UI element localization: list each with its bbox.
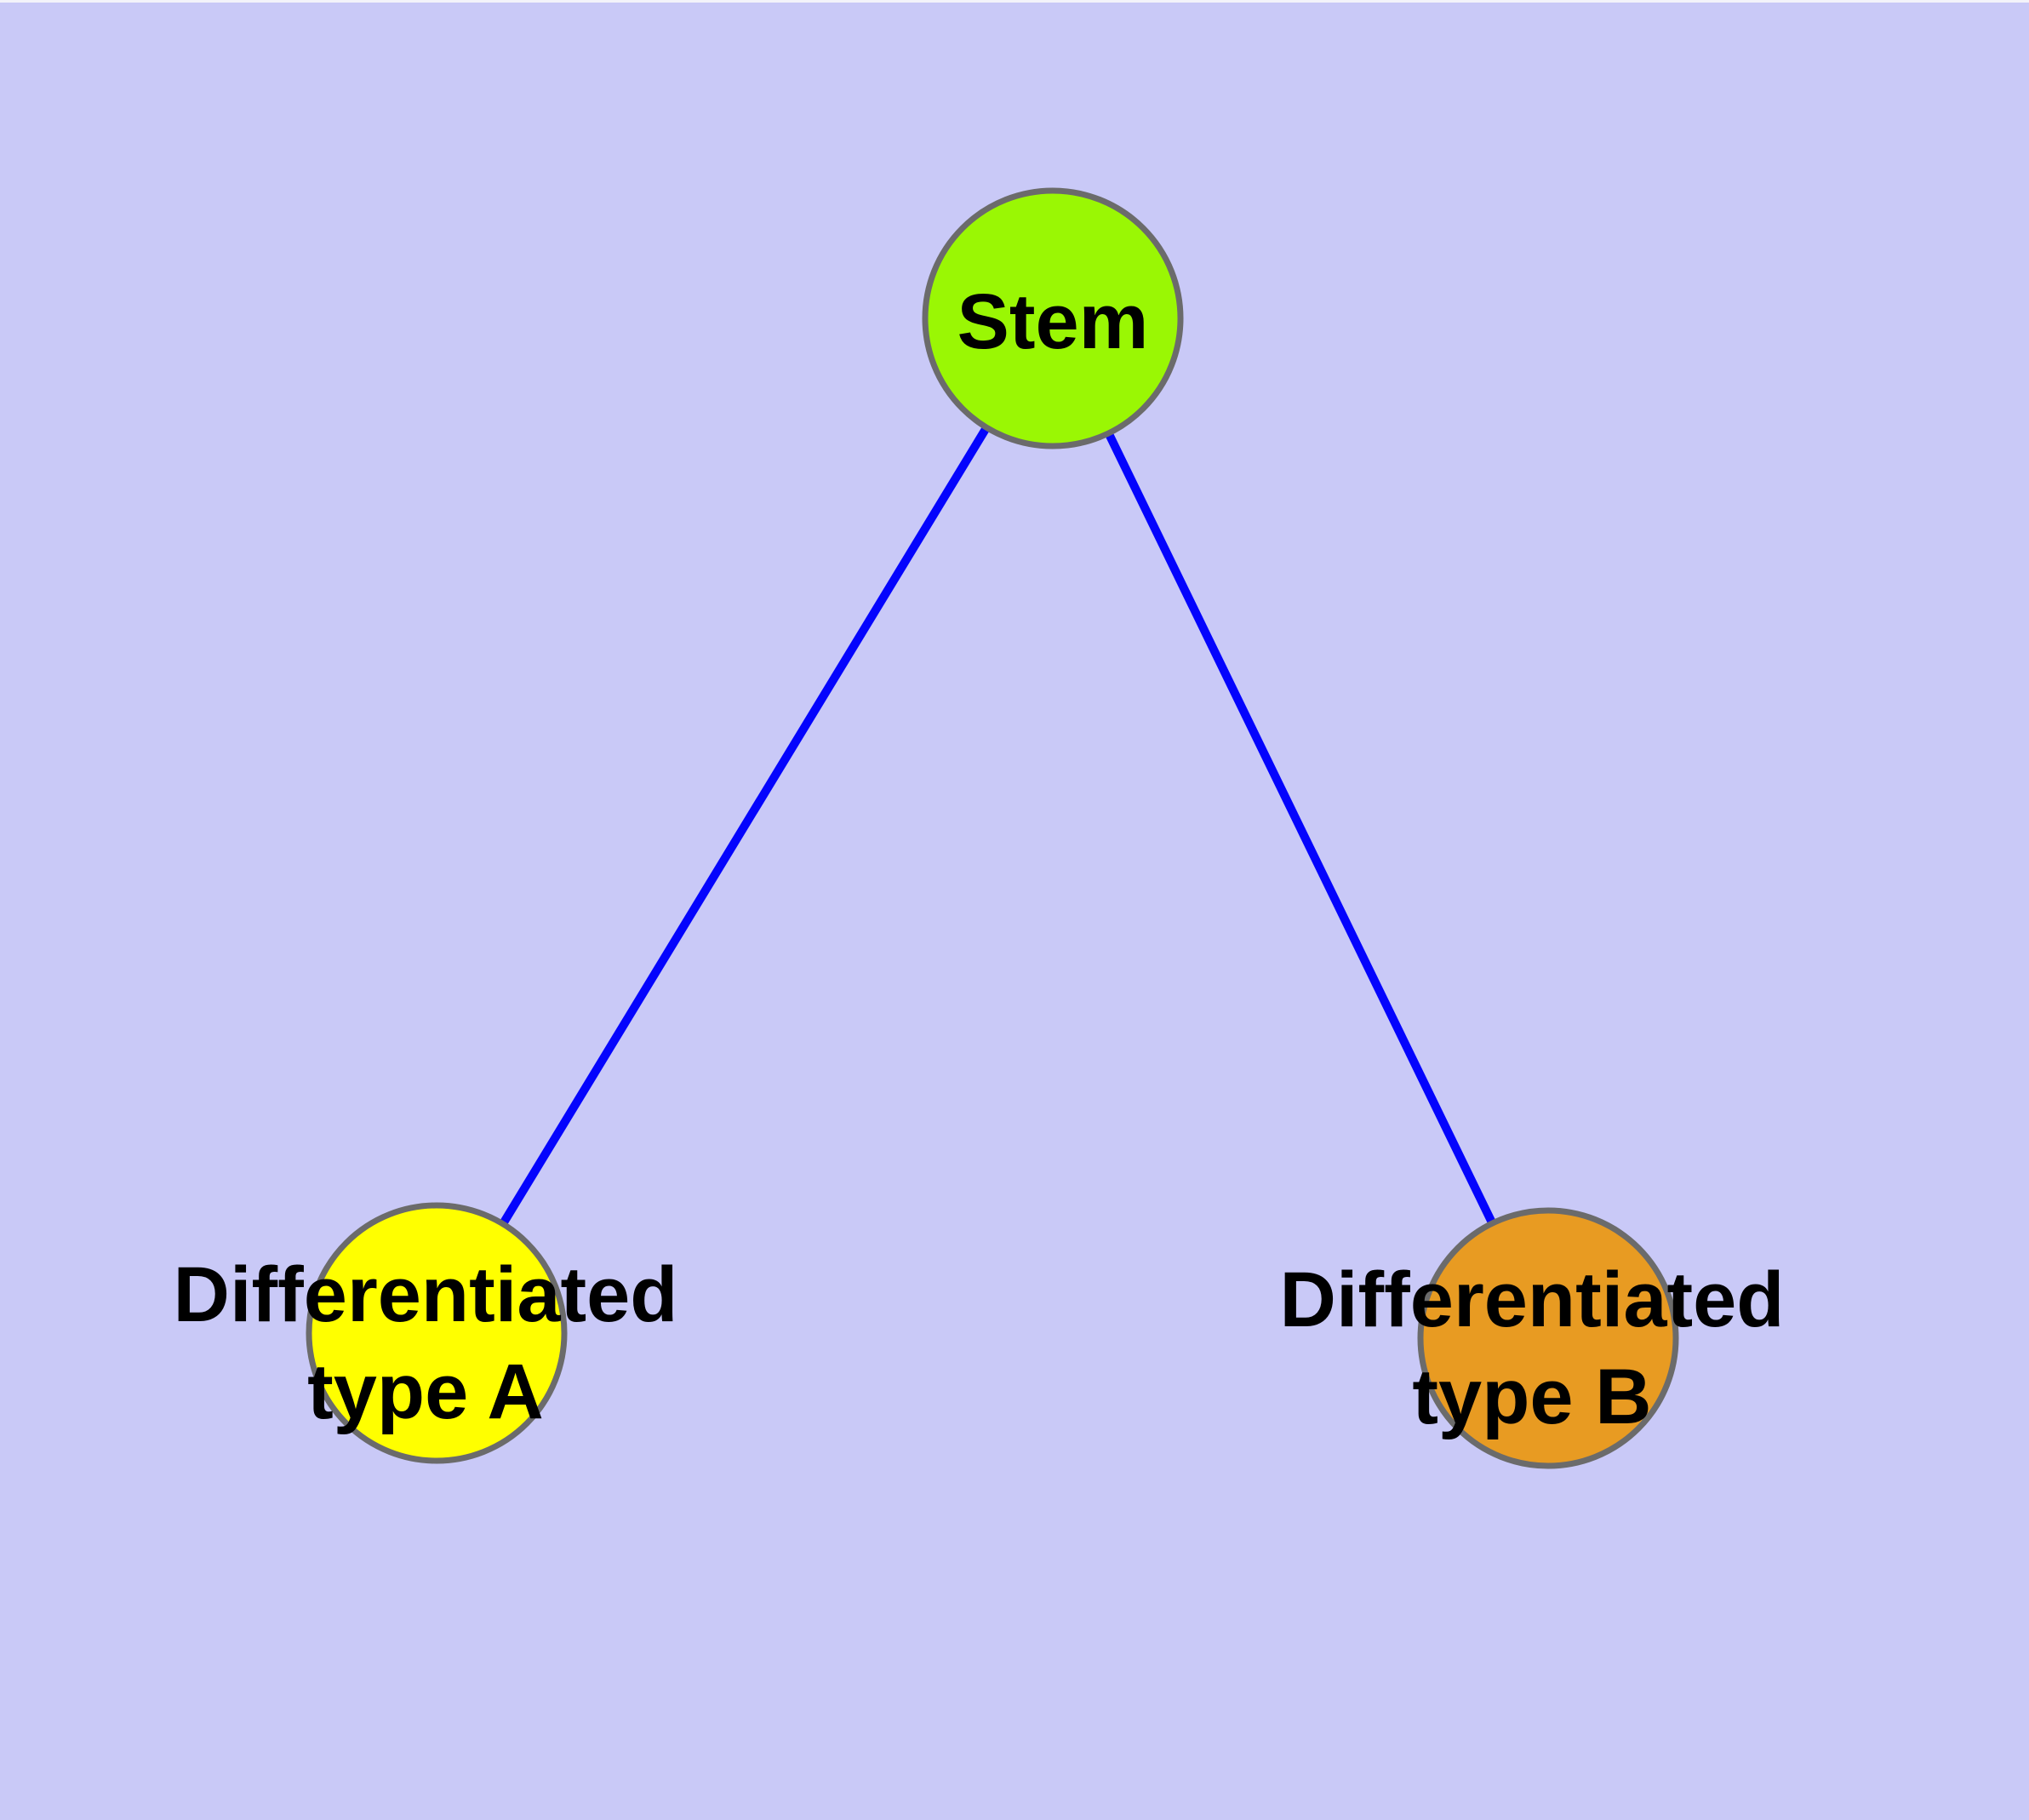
top-edge-strip: [0, 0, 2029, 3]
node-differentiated-type-b: [1417, 1207, 1679, 1469]
node-type-a-label-line2: type A: [307, 1348, 544, 1435]
node-type-b-label-line1: Differentiated: [1280, 1256, 1785, 1343]
edge-stem-to-typeA: [432, 316, 1057, 1336]
node-differentiated-type-a: [306, 1202, 568, 1464]
node-type-b-label-line2: type B: [1412, 1354, 1651, 1440]
edge-stem-to-typeB: [1049, 316, 1552, 1341]
node-type-a-label-line1: Differentiated: [174, 1251, 678, 1338]
node-stem: [922, 187, 1184, 449]
node-stem-label: Stem: [957, 278, 1149, 365]
